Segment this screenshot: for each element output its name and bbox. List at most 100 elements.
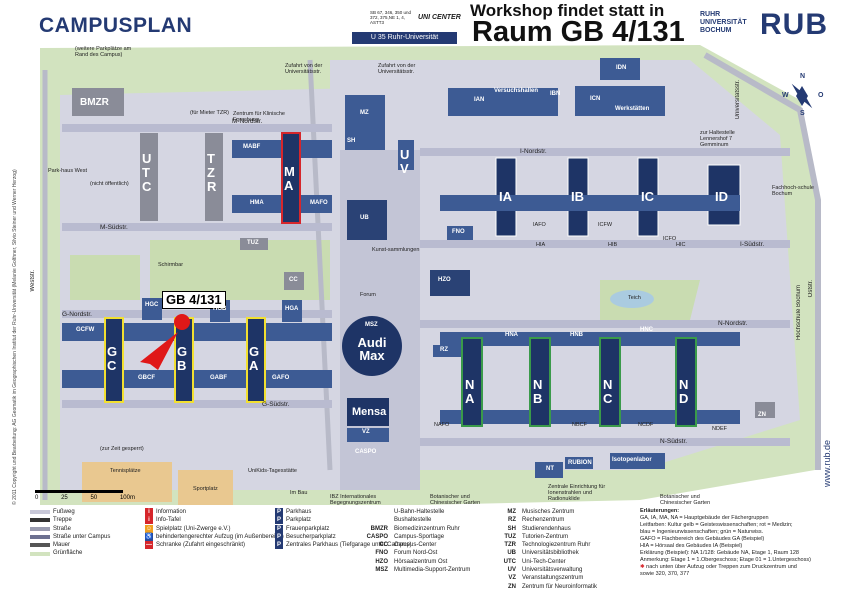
legend-label: Veranstaltungszentrum: [522, 575, 584, 582]
bldg-g-north-wing: [62, 323, 332, 341]
ia-label: IA: [499, 189, 512, 204]
expl-line: Leitfarben: Kultur gelb = Geisteswissens…: [640, 522, 793, 528]
mensa-label: Mensa: [352, 406, 387, 418]
legend-label: Rechenzentrum: [522, 517, 565, 524]
legend-code: RZ: [508, 517, 516, 524]
legend-label: Tutorien-Zentrum: [522, 533, 569, 540]
legend-label: Campus-Center: [394, 542, 437, 549]
teich-label: Teich: [628, 295, 641, 301]
legend-row: Bushaltestelle: [360, 516, 470, 524]
expl-line: Anmerkung: Etage 1 = 1.Obergeschoss; Eta…: [640, 557, 811, 563]
legend-code: UTC: [503, 558, 516, 565]
uni-name: RUHR UNIVERSITÄT BOCHUM: [700, 11, 747, 34]
isotopenlabor-label: Isotopenlabor: [612, 457, 652, 463]
zufahrt2-label: Zufahrt von der Universitätsstr.: [378, 63, 416, 75]
legend-label: Universitätsbibliothek: [522, 550, 579, 557]
hzo-label: HZO: [438, 277, 451, 283]
bldg-i-wing: [440, 195, 740, 211]
legend-code: BMZR: [370, 525, 388, 532]
mabf-label: MABF: [243, 144, 261, 150]
gc-label: GC: [107, 344, 118, 373]
explanations: Erläuterungen: GA, IA, MA, NA = Hauptgeb…: [640, 508, 830, 578]
expl-line: Erklärung (Beispiel): NA 1/128: Gebäude …: [640, 550, 799, 556]
room-callout: GB 4/131: [162, 291, 226, 309]
legend-label: Campus-Sportlage: [394, 533, 445, 540]
haltestelle-label: zur Haltestelle Lennershof 7 Gemminum: [700, 130, 735, 148]
mafo-label: MAFO: [310, 200, 328, 206]
legend-code: CC: [379, 542, 388, 549]
sportplatz-label: Sportplatz: [193, 486, 218, 492]
nc-label: NC: [603, 377, 613, 406]
compass-rose: [791, 83, 813, 109]
hochschule-label: Hochschule Bochum: [796, 285, 802, 341]
tzr-label: TZR: [207, 151, 217, 194]
bldg-hgc: [142, 298, 162, 320]
i-sued-label: I-Südstr.: [740, 241, 765, 248]
tennis-courts: [82, 462, 172, 502]
compass-n: N: [800, 73, 806, 80]
bldg-hzo: [430, 270, 470, 296]
parking-icon: P: [275, 524, 283, 533]
street-n-sued: [420, 438, 790, 446]
ncdf-label: NCDF: [638, 422, 654, 428]
legend-code: FNO: [375, 550, 388, 557]
bldg-n-north-wing: [440, 332, 740, 346]
expl-line: ✱ nach unten über Aufzug oder Treppen zu…: [640, 564, 797, 570]
expl-line: GAFO = Flachbereich des Gebäudes GA (Bei…: [640, 536, 765, 542]
scale-tick: 0: [35, 495, 39, 501]
bot-garten1-label: Botanischer und Chinesischer Garten: [430, 494, 481, 506]
sportplatz: [178, 470, 233, 505]
tuz-label: TUZ: [247, 240, 259, 246]
info-icon: i: [145, 508, 153, 517]
bldg-nt: [535, 462, 563, 478]
id-label: ID: [715, 189, 728, 204]
workshop-line1: Workshop findet statt in: [470, 1, 665, 20]
bldg-tuz: [240, 238, 268, 250]
na-label: NA: [465, 377, 475, 406]
legend-label: Multimedia-Support-Zentrum: [394, 567, 471, 574]
compass-w: W: [782, 92, 789, 99]
sh-label: SH: [347, 138, 356, 144]
legend-code: CASPO: [366, 533, 388, 540]
fh-label: Fachhoch-schule Bochum: [772, 185, 814, 197]
legend-label: Hörsaalzentrum Ost: [394, 558, 448, 565]
parking-icon: P: [275, 516, 283, 525]
bldg-uv: [398, 140, 414, 170]
legend-row: CC Campus-Center: [360, 541, 470, 549]
legend-label: Parkplatz: [286, 517, 312, 524]
website[interactable]: www.rub.de: [822, 440, 832, 488]
expl-heading: Erläuterungen:: [640, 508, 680, 514]
n-nord-label: N-Nordstr.: [718, 320, 748, 327]
scale-bar: [35, 490, 123, 493]
kunst-label: Kunst-sammlungen: [372, 247, 420, 253]
legend-code: ZN: [508, 583, 516, 590]
legend-label: Besucherparkplatz: [286, 533, 336, 540]
hga-label: HGA: [285, 306, 299, 312]
legend-label: Grünfläche: [53, 550, 83, 557]
info-icon: ☺: [145, 524, 153, 533]
legend-label: Studierendenhaus: [522, 525, 571, 532]
hna-label: HNA: [505, 332, 518, 338]
g-nord-label: G-Nordstr.: [62, 311, 92, 318]
hic-label: HIC: [676, 242, 686, 248]
rubion-label: RUBION: [568, 460, 592, 466]
legend-swatch: [30, 551, 50, 556]
bldg-ian-ibn: [448, 88, 558, 116]
universitaetsstr-label: Universitätsstr.: [735, 80, 741, 120]
legend-label: behindertengerechter Aufzug (im Außenber…: [156, 533, 284, 540]
legend-row: ☺Spielplatz (Uni-Zwerge e.V.): [145, 524, 284, 533]
parking-icon: P: [275, 508, 283, 517]
oststr-label: Oststr.: [808, 280, 814, 298]
legend-code: UV: [507, 567, 516, 574]
